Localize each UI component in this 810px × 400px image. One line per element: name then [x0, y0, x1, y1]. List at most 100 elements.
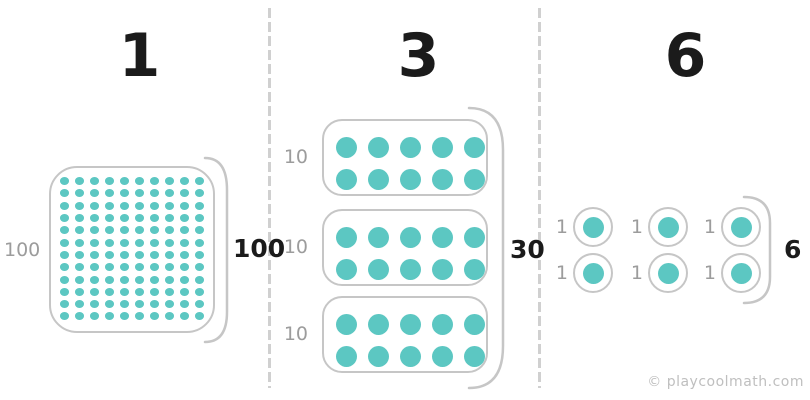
counting-dot: [134, 263, 145, 272]
counting-dot: [194, 312, 205, 321]
dot-cell: [72, 261, 87, 273]
dot-cell: [147, 187, 162, 199]
dot-cell: [177, 286, 192, 298]
counting-dot: [134, 312, 145, 321]
dot-cell: [102, 261, 117, 273]
dot-cell: [459, 253, 491, 285]
dot-cell: [57, 212, 72, 224]
counting-dot: [179, 189, 190, 198]
counting-dot: [400, 136, 421, 158]
counting-dot: [74, 287, 85, 296]
counting-dot: [164, 287, 175, 296]
dot-cell: [147, 249, 162, 261]
counting-dot: [104, 250, 115, 259]
counting-dot: [164, 177, 175, 186]
counting-dot: [134, 300, 145, 309]
counting-dot: [104, 300, 115, 309]
counting-dot: [119, 189, 130, 198]
dot-cell: [331, 253, 363, 285]
counting-dot: [119, 250, 130, 259]
counting-dot: [194, 275, 205, 284]
counting-dot: [119, 238, 130, 247]
dot-cell: [331, 131, 363, 163]
ones-unit-label: 1: [703, 262, 716, 284]
counting-dot: [582, 216, 604, 238]
counting-dot: [432, 313, 453, 335]
dot-cell: [177, 273, 192, 285]
dot-cell: [363, 131, 395, 163]
dot-cell: [72, 310, 87, 322]
dot-cell: [177, 224, 192, 236]
counting-dot: [59, 263, 70, 272]
ones-grouping-bracket: [742, 195, 772, 305]
dot-cell: [395, 253, 427, 285]
counting-dot: [368, 345, 389, 367]
counting-dot: [59, 250, 70, 259]
dot-cell: [177, 187, 192, 199]
dot-cell: [331, 163, 363, 195]
counting-dot: [368, 168, 389, 190]
dot-cell: [132, 224, 147, 236]
dot-cell: [117, 224, 132, 236]
dot-cell: [87, 310, 102, 322]
counting-dot: [464, 168, 485, 190]
dot-cell: [459, 221, 491, 253]
dot-cell: [132, 298, 147, 310]
dot-cell: [427, 221, 459, 253]
ones-unit-circle: [721, 207, 761, 247]
ten-block-label: 10: [283, 236, 308, 258]
ten-block-label: 10: [283, 146, 308, 168]
hundreds-digit-heading: 1: [118, 21, 162, 91]
ones-unit-label: 1: [630, 216, 643, 238]
dot-cell: [331, 221, 363, 253]
counting-dot: [164, 201, 175, 210]
counting-dot: [104, 263, 115, 272]
counting-dot: [119, 214, 130, 223]
dot-cell: [57, 249, 72, 261]
dot-cell: [132, 200, 147, 212]
counting-dot: [432, 168, 453, 190]
dot-cell: [192, 224, 207, 236]
ones-unit-circle: [648, 253, 688, 293]
dot-cell: [459, 163, 491, 195]
dot-cell: [57, 273, 72, 285]
dot-cell: [459, 308, 491, 340]
counting-dot: [119, 263, 130, 272]
tens-digit-heading: 3: [397, 21, 441, 91]
dot-cell: [427, 253, 459, 285]
ten-block-label: 10: [283, 323, 308, 345]
counting-dot: [149, 238, 160, 247]
counting-dot: [149, 226, 160, 235]
dot-cell: [331, 308, 363, 340]
counting-dot: [149, 263, 160, 272]
counting-dot: [134, 275, 145, 284]
dot-cell: [132, 310, 147, 322]
dot-cell: [177, 236, 192, 248]
counting-dot: [134, 201, 145, 210]
counting-dot: [74, 238, 85, 247]
dot-cell: [177, 261, 192, 273]
dot-cell: [147, 273, 162, 285]
counting-dot: [194, 226, 205, 235]
counting-dot: [104, 214, 115, 223]
dot-cell: [72, 236, 87, 248]
dot-cell: [102, 236, 117, 248]
dot-cell: [87, 212, 102, 224]
counting-dot: [104, 177, 115, 186]
counting-dot: [164, 275, 175, 284]
dot-cell: [102, 200, 117, 212]
counting-dot: [134, 287, 145, 296]
counting-dot: [730, 262, 752, 284]
counting-dot: [179, 312, 190, 321]
counting-dot: [74, 226, 85, 235]
dot-cell: [87, 286, 102, 298]
ones-unit-label: 1: [630, 262, 643, 284]
dot-cell: [117, 298, 132, 310]
dot-cell: [395, 308, 427, 340]
counting-dot: [149, 275, 160, 284]
dot-cell: [72, 200, 87, 212]
counting-dot: [464, 136, 485, 158]
counting-dot: [149, 189, 160, 198]
dot-cell: [162, 224, 177, 236]
dot-cell: [162, 261, 177, 273]
